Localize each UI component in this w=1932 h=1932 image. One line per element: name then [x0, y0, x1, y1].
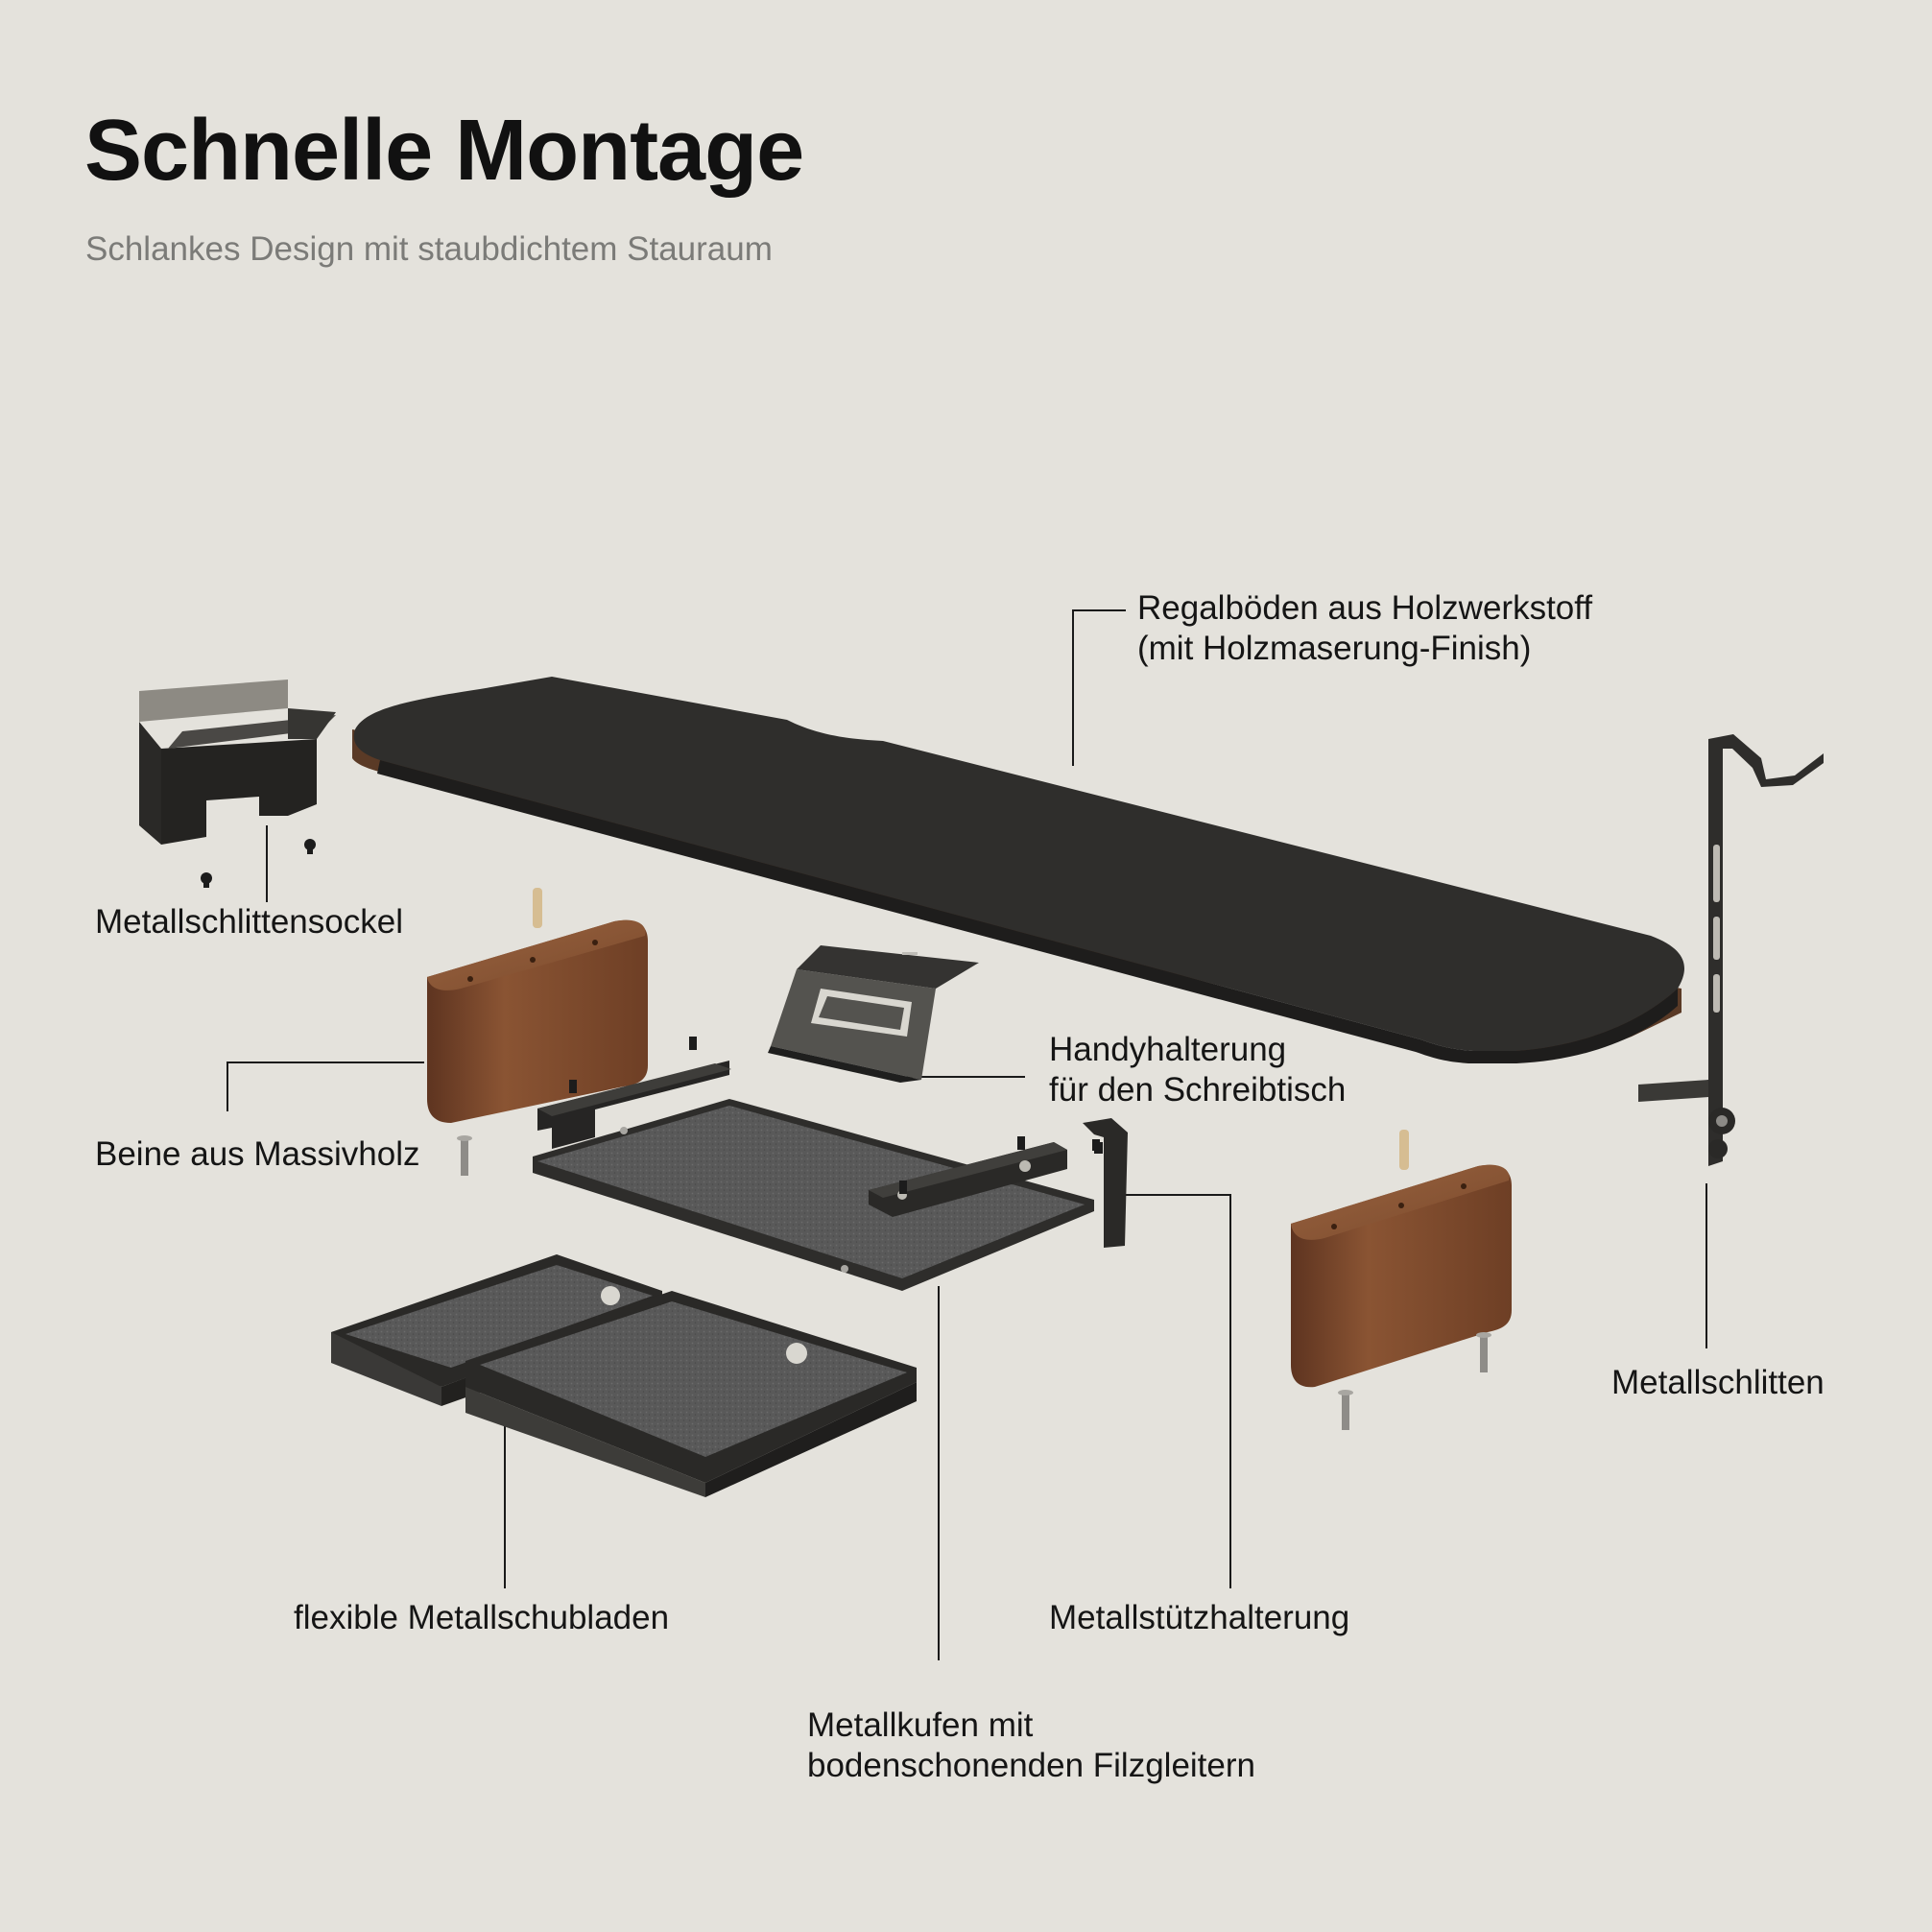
label-kufen-line2: bodenschonenden Filzgleitern — [807, 1747, 1255, 1784]
label-schubladen: flexible Metallschubladen — [294, 1599, 670, 1636]
metallkufen-base-part — [533, 1037, 1100, 1291]
phone-holder-part — [768, 945, 979, 1083]
label-stuetzhalterung: Metallstützhalterung — [1049, 1599, 1350, 1636]
leader-stuetzhalterung — [1126, 1194, 1231, 1588]
shelf-board-part — [352, 677, 1684, 1063]
label-regalboeden-line2: (mit Holzmaserung-Finish) — [1137, 630, 1532, 667]
page-title: Schnelle Montage — [84, 103, 804, 199]
right-wood-leg-part — [1291, 1130, 1512, 1430]
metallschlitten-part — [1638, 734, 1824, 1166]
leader-regalboeden — [1072, 609, 1126, 766]
label-kufen-line1: Metallkufen mit — [807, 1706, 1034, 1744]
left-wood-leg-part — [427, 888, 648, 1176]
metallstuetzhalterung-part — [1083, 1118, 1128, 1248]
leader-beine — [227, 1061, 424, 1111]
label-metallschlitten: Metallschlitten — [1611, 1364, 1825, 1401]
label-handyhalterung-line1: Handyhalterung — [1049, 1031, 1287, 1068]
page-subtitle: Schlankes Design mit staubdichtem Staura… — [85, 230, 773, 268]
metallschlittensockel-part — [139, 680, 336, 888]
label-handyhalterung-line2: für den Schreibtisch — [1049, 1071, 1347, 1109]
leader-lines — [227, 609, 1707, 1660]
metal-drawers-part — [331, 1254, 917, 1497]
label-beine: Beine aus Massivholz — [95, 1135, 420, 1173]
label-metallschlittensockel: Metallschlittensockel — [95, 903, 403, 941]
label-regalboeden-line1: Regalböden aus Holzwerkstoff — [1137, 589, 1593, 627]
